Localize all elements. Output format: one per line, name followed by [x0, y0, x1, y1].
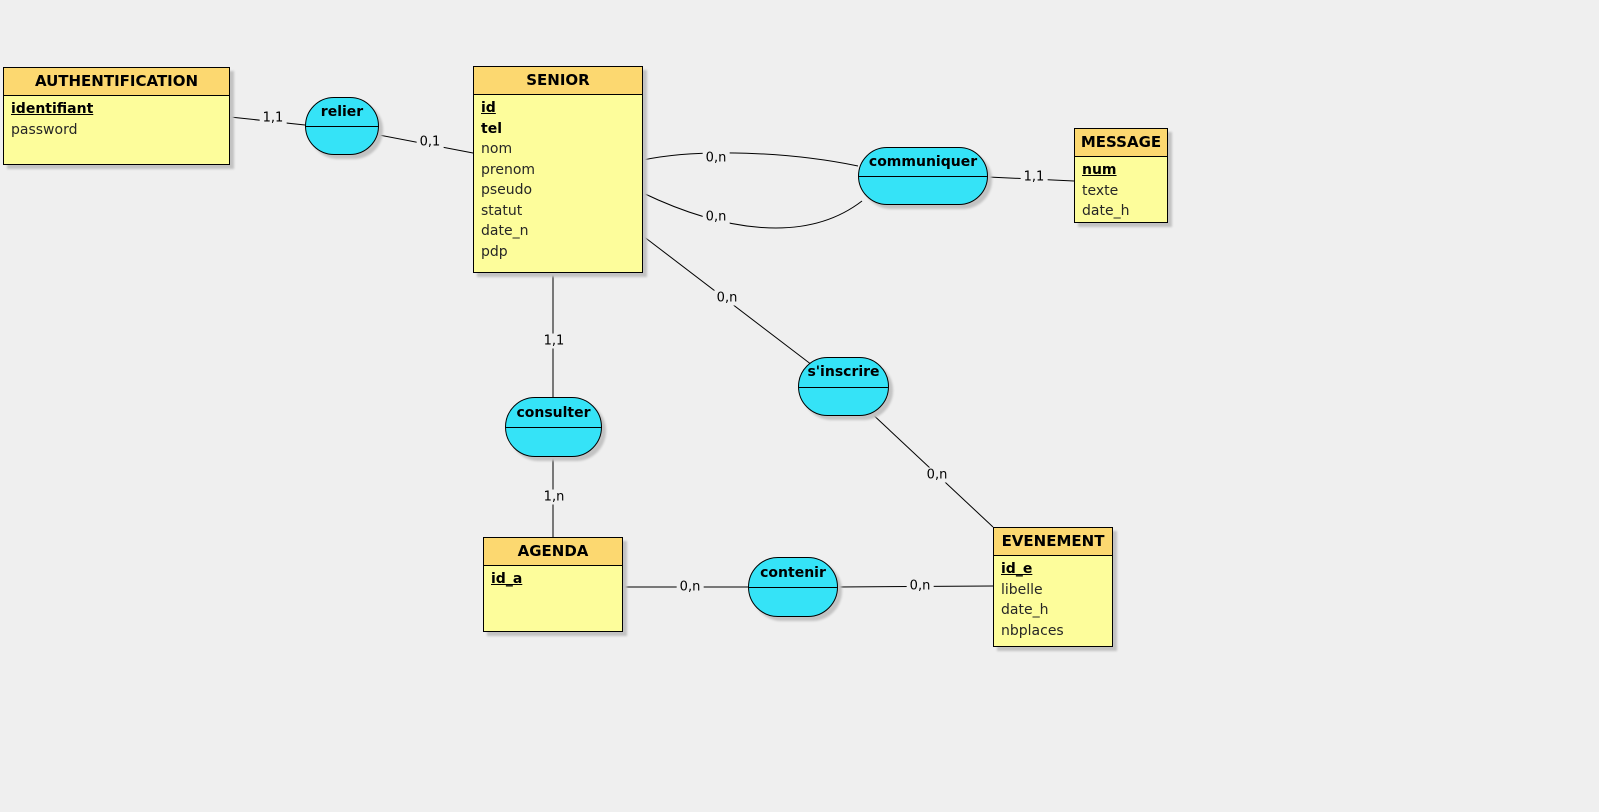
attribute-identifiant: identifiant	[11, 101, 94, 117]
cardinality-agenda-contenir: 0,n	[676, 579, 704, 595]
attribute-pseudo: pseudo	[481, 182, 533, 198]
entity-attributes: num texte date_h	[1075, 157, 1167, 222]
attribute-texte: texte	[1082, 182, 1119, 199]
entity-authentification[interactable]: AUTHENTIFICATION identifiant password	[3, 67, 230, 165]
relation-name: s'inscrire	[807, 364, 880, 381]
attribute-nbplaces: nbplaces	[1001, 622, 1064, 639]
entity-title: AGENDA	[484, 538, 622, 566]
entity-senior[interactable]: SENIOR id tel nom prenom pseudo statut d…	[473, 66, 643, 273]
cardinality-consulter-agenda: 1,n	[540, 489, 568, 505]
entity-title: EVENEMENT	[994, 528, 1112, 556]
entity-title: MESSAGE	[1075, 129, 1167, 157]
attribute-tel: tel	[481, 120, 502, 137]
relation-communiquer[interactable]: communiquer	[858, 147, 988, 205]
connector-senior-communiquer-upper	[642, 152, 859, 167]
attribute-num: num	[1082, 162, 1117, 178]
relation-relier[interactable]: relier	[305, 97, 379, 155]
relation-divider	[506, 427, 601, 428]
entity-attributes: identifiant password	[4, 96, 229, 140]
relation-sinscrire[interactable]: s'inscrire	[798, 357, 889, 416]
cardinality-auth-relier: 1,1	[259, 110, 287, 126]
cardinality-senior-communiquer-upper: 0,n	[702, 150, 730, 166]
relation-divider	[749, 587, 837, 588]
entity-message[interactable]: MESSAGE num texte date_h	[1074, 128, 1168, 223]
entity-title: AUTHENTIFICATION	[4, 68, 229, 96]
connector-senior-communiquer-lower	[642, 192, 863, 229]
attribute-nom: nom	[481, 141, 513, 157]
entity-attributes: id_e libelle date_h nbplaces	[994, 556, 1112, 641]
attribute-id-e: id_e	[1001, 561, 1033, 577]
cardinality-contenir-evenement: 0,n	[906, 578, 934, 594]
entity-title: SENIOR	[474, 67, 642, 95]
relation-divider	[799, 386, 888, 388]
cardinality-senior-consulter: 1,1	[540, 333, 568, 349]
attribute-id-a: id_a	[491, 571, 523, 587]
entity-attributes: id tel nom prenom pseudo statut date_n p…	[474, 95, 642, 262]
relation-name: consulter	[516, 404, 591, 421]
cardinality-communiquer-message: 1,1	[1020, 169, 1048, 185]
cardinality-senior-communiquer-lower: 0,n	[702, 209, 730, 225]
cardinality-sinscrire-evenement: 0,n	[923, 467, 951, 483]
relation-contenir[interactable]: contenir	[748, 557, 838, 617]
attribute-date-n: date_n	[481, 223, 529, 239]
cardinality-senior-sinscrire: 0,n	[713, 290, 741, 306]
entity-attributes: id_a	[484, 566, 622, 590]
attribute-password: password	[11, 121, 78, 138]
entity-evenement[interactable]: EVENEMENT id_e libelle date_h nbplaces	[993, 527, 1113, 647]
attribute-date-h: date_h	[1082, 203, 1130, 219]
attribute-prenom: prenom	[481, 161, 536, 178]
relation-name: communiquer	[868, 154, 978, 170]
attribute-statut: statut	[481, 202, 523, 219]
relation-name: contenir	[760, 564, 826, 581]
relation-divider	[859, 176, 987, 177]
attribute-pdp: pdp	[481, 243, 508, 260]
attribute-id: id	[481, 100, 496, 116]
relation-name: relier	[320, 104, 364, 120]
attribute-libelle: libelle	[1001, 581, 1043, 598]
relation-divider	[306, 126, 378, 127]
attribute-date-h: date_h	[1001, 602, 1049, 618]
relation-consulter[interactable]: consulter	[505, 397, 602, 457]
cardinality-relier-senior: 0,1	[416, 134, 444, 150]
entity-agenda[interactable]: AGENDA id_a	[483, 537, 623, 632]
